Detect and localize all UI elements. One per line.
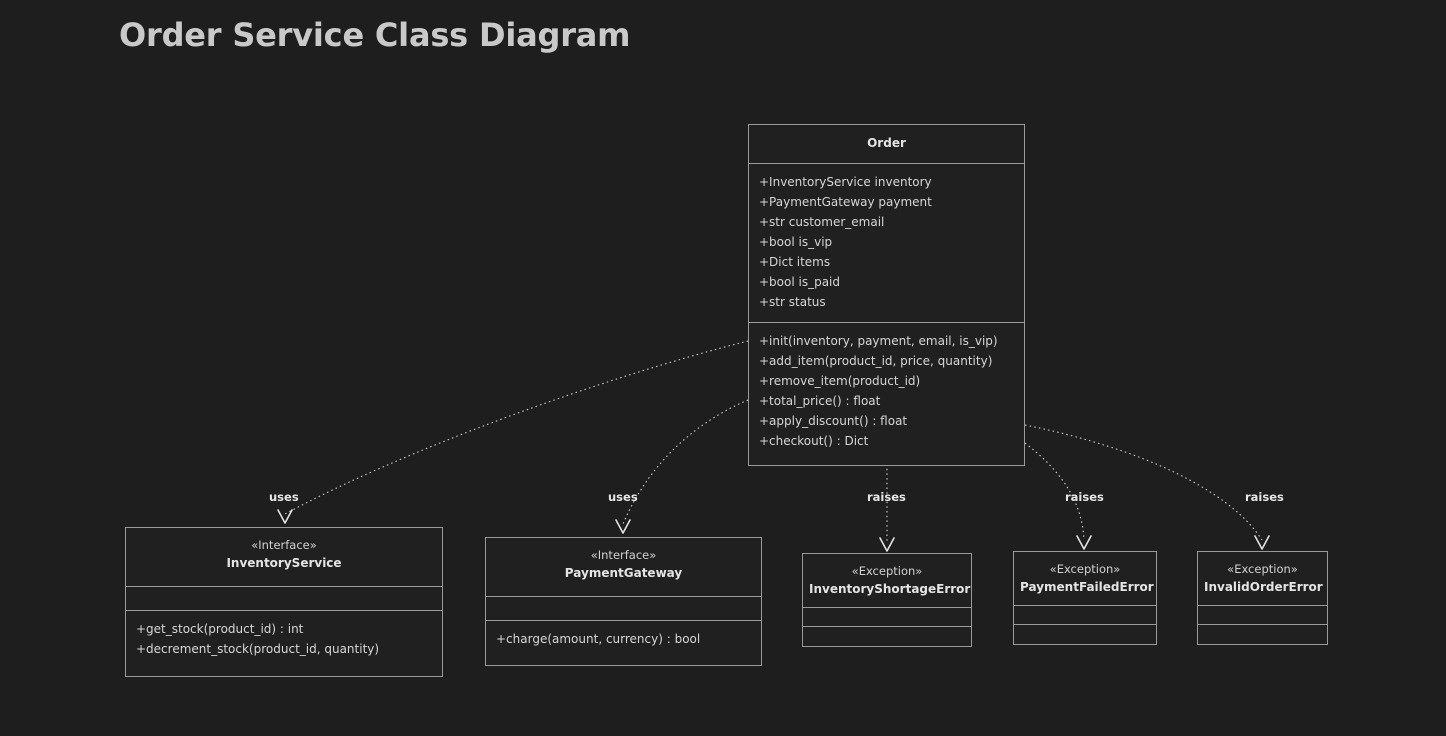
- class-methods-inventoryshortageerror: [803, 627, 971, 646]
- class-header-inventoryshortageerror: «Exception» InventoryShortageError: [803, 554, 971, 608]
- class-name-paymentgateway: PaymentGateway: [564, 566, 683, 580]
- class-stereotype-inventoryshortageerror: «Exception»: [851, 564, 923, 578]
- class-stereotype-invalidordererror: «Exception»: [1227, 562, 1298, 576]
- class-attributes-invalidordererror: [1198, 606, 1327, 625]
- class-box-inventoryshortageerror[interactable]: «Exception» InventoryShortageError: [802, 553, 972, 647]
- arrowhead-invalidordererror: [1254, 535, 1270, 550]
- class-stereotype-paymentfailederror: «Exception»: [1049, 562, 1121, 576]
- method-item: +remove_item(product_id): [759, 374, 921, 388]
- method-item: +decrement_stock(product_id, quantity): [136, 642, 380, 656]
- class-methods-invalidordererror: [1198, 625, 1327, 644]
- class-methods-paymentfailederror: [1014, 625, 1156, 644]
- attribute-item: +str status: [759, 295, 826, 309]
- class-attributes-inventoryservice: [126, 587, 442, 611]
- attribute-item: +InventoryService inventory: [759, 175, 932, 189]
- class-box-paymentfailederror[interactable]: «Exception» PaymentFailedError: [1013, 551, 1157, 645]
- method-item: +get_stock(product_id) : int: [136, 622, 304, 636]
- class-methods-inventoryservice: +get_stock(product_id) : int +decrement_…: [126, 611, 442, 676]
- class-attributes-paymentgateway: [486, 597, 761, 621]
- class-header-paymentgateway: «Interface» PaymentGateway: [486, 538, 761, 597]
- method-item: +add_item(product_id, price, quantity): [759, 354, 993, 368]
- class-attributes-inventoryshortageerror: [803, 608, 971, 627]
- attribute-item: +PaymentGateway payment: [759, 195, 932, 209]
- class-box-order[interactable]: Order +InventoryService inventory +Payme…: [748, 124, 1025, 466]
- class-name-order: Order: [867, 136, 906, 150]
- class-box-paymentgateway[interactable]: «Interface» PaymentGateway +charge(amoun…: [485, 537, 762, 666]
- class-attributes-order: +InventoryService inventory +PaymentGate…: [749, 164, 1024, 323]
- method-item: +charge(amount, currency) : bool: [496, 632, 701, 646]
- method-item: +total_price() : float: [759, 394, 881, 408]
- class-methods-paymentgateway: +charge(amount, currency) : bool: [486, 621, 761, 665]
- method-item: +checkout() : Dict: [759, 434, 869, 448]
- arrowhead-paymentgateway: [615, 519, 631, 534]
- method-item: +apply_discount() : float: [759, 414, 908, 428]
- edge-order-uses-inventoryservice: [284, 340, 749, 515]
- class-box-inventoryservice[interactable]: «Interface» InventoryService +get_stock(…: [125, 527, 443, 677]
- class-header-order: Order: [749, 125, 1024, 164]
- class-attributes-paymentfailederror: [1014, 606, 1156, 625]
- class-name-invalidordererror: InvalidOrderError: [1204, 580, 1323, 594]
- method-item: +init(inventory, payment, email, is_vip): [759, 334, 998, 348]
- edge-order-raises-invalidordererror: [1024, 424, 1263, 541]
- edge-order-uses-paymentgateway: [622, 399, 749, 525]
- class-name-inventoryservice: InventoryService: [226, 556, 342, 570]
- edge-label-raises-inventoryshortageerror: raises: [867, 490, 906, 504]
- arrowhead-inventoryshortageerror: [879, 537, 895, 552]
- class-header-inventoryservice: «Interface» InventoryService: [126, 528, 442, 587]
- attribute-item: +Dict items: [759, 255, 831, 269]
- page-title: Order Service Class Diagram: [119, 16, 631, 54]
- edge-label-uses-paymentgateway: uses: [608, 490, 638, 504]
- class-name-inventoryshortageerror: InventoryShortageError: [809, 582, 971, 596]
- attribute-item: +bool is_vip: [759, 235, 833, 249]
- class-box-invalidordererror[interactable]: «Exception» InvalidOrderError: [1197, 551, 1328, 645]
- class-header-invalidordererror: «Exception» InvalidOrderError: [1198, 552, 1327, 606]
- attribute-item: +bool is_paid: [759, 275, 841, 289]
- edge-label-uses-inventoryservice: uses: [269, 490, 299, 504]
- class-header-paymentfailederror: «Exception» PaymentFailedError: [1014, 552, 1156, 606]
- class-stereotype-inventoryservice: «Interface»: [251, 538, 317, 552]
- class-name-paymentfailederror: PaymentFailedError: [1020, 580, 1154, 594]
- attribute-item: +str customer_email: [759, 215, 885, 229]
- class-methods-order: +init(inventory, payment, email, is_vip)…: [749, 323, 1024, 465]
- edge-label-raises-paymentfailederror: raises: [1065, 490, 1104, 504]
- class-stereotype-paymentgateway: «Interface»: [590, 548, 657, 562]
- edge-label-raises-invalidordererror: raises: [1245, 490, 1284, 504]
- arrowhead-paymentfailederror: [1076, 535, 1092, 550]
- arrowhead-inventoryservice: [277, 509, 293, 524]
